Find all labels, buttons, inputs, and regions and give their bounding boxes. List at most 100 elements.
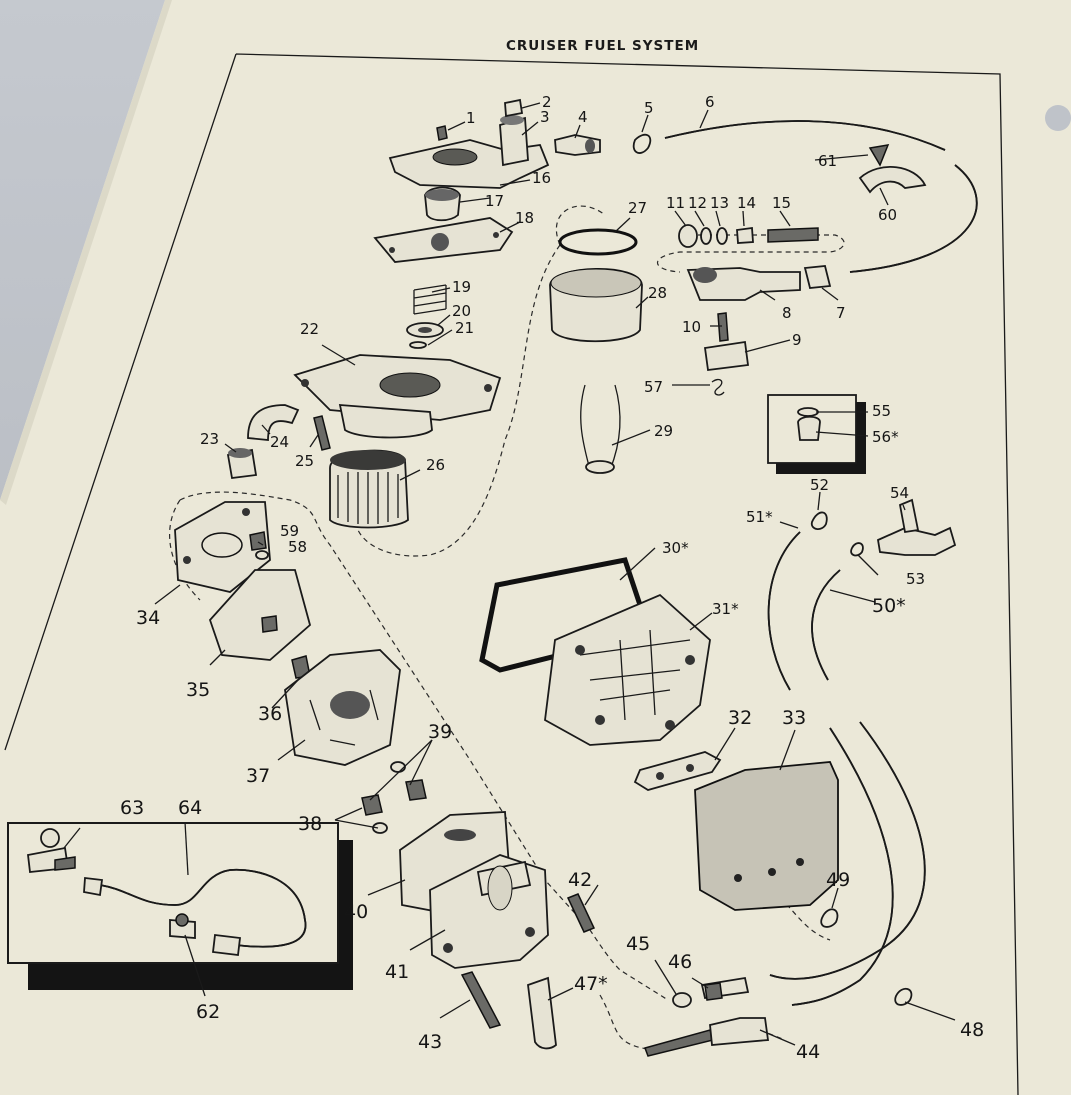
part-label-60: 60 xyxy=(878,206,897,224)
body-41 xyxy=(429,854,549,969)
diaphragm-35 xyxy=(208,569,312,661)
part-label-56: 56* xyxy=(872,428,899,446)
gasket-sheet-33 xyxy=(694,761,839,911)
part-label-20: 20 xyxy=(452,302,471,320)
part-label-10: 10 xyxy=(682,318,701,336)
part-label-51: 51* xyxy=(746,508,773,526)
part-label-13: 13 xyxy=(710,194,729,212)
part-label-43: 43 xyxy=(418,1031,442,1053)
screw-61 xyxy=(868,144,890,167)
part-label-14: 14 xyxy=(737,194,756,212)
part-label-17: 17 xyxy=(485,192,504,210)
pump-housing-37 xyxy=(284,649,401,766)
hose-right-curve xyxy=(849,164,978,273)
dashed-route-filter xyxy=(357,244,561,557)
part-label-27: 27 xyxy=(628,199,647,217)
part-label-54: 54 xyxy=(890,484,909,502)
clamp-47 xyxy=(527,976,557,1050)
part-label-24: 24 xyxy=(270,433,289,451)
part-label-2: 2 xyxy=(542,93,552,111)
dashed-route-fuel-top xyxy=(555,205,845,273)
part-label-15: 15 xyxy=(772,194,791,212)
pump-cover-34 xyxy=(174,501,271,593)
nut-7 xyxy=(803,265,832,289)
fitting-46 xyxy=(700,976,750,1001)
gasket-27 xyxy=(558,228,638,256)
hose-50 xyxy=(811,569,841,681)
part-label-22: 22 xyxy=(300,320,319,338)
part-label-62: 62 xyxy=(196,1001,220,1023)
part-label-57: 57 xyxy=(644,378,663,396)
tee-fitting-8 xyxy=(686,267,801,301)
plate-32 xyxy=(633,751,722,791)
part-label-41: 41 xyxy=(385,961,409,983)
clip-53 xyxy=(850,542,864,557)
part-label-63: 63 xyxy=(120,797,144,819)
hose-long-inner xyxy=(791,727,894,1006)
pump-cover-top xyxy=(388,98,550,189)
block-9 xyxy=(703,340,750,372)
part-label-44: 44 xyxy=(796,1041,820,1063)
filter-element-26 xyxy=(329,449,409,529)
strap-60 xyxy=(858,166,927,194)
part-label-59: 59 xyxy=(280,522,299,540)
elbow-24 xyxy=(247,404,300,441)
washer-45 xyxy=(672,992,692,1008)
diagram-title: CRUISER FUEL SYSTEM xyxy=(506,38,699,54)
part-label-18: 18 xyxy=(515,209,534,227)
fitting-23 xyxy=(226,448,258,479)
hose-long-outer xyxy=(769,721,926,980)
spring-59 xyxy=(249,531,267,551)
valve-44 xyxy=(644,1017,770,1057)
clip-49 xyxy=(820,908,839,928)
carb-body-31 xyxy=(544,593,711,746)
part-label-35: 35 xyxy=(186,679,210,701)
hose-51 xyxy=(767,531,801,691)
part-label-28: 28 xyxy=(648,284,667,302)
part-label-61: 61 xyxy=(818,152,837,170)
part-label-4: 4 xyxy=(578,108,588,126)
part-label-21: 21 xyxy=(455,319,474,337)
washer-20-21 xyxy=(406,322,444,349)
part-label-58: 58 xyxy=(288,538,307,556)
pump-body-22 xyxy=(293,354,502,439)
diaphragm-18 xyxy=(373,217,514,263)
part-label-7: 7 xyxy=(836,304,846,322)
dashed-route-pump xyxy=(179,491,669,1001)
screw-43 xyxy=(460,971,502,1029)
shutoff-valve-63 xyxy=(27,828,76,873)
hose-6 xyxy=(664,120,946,151)
part-label-31: 31* xyxy=(712,600,739,618)
part-label-3: 3 xyxy=(540,108,550,126)
part-label-1: 1 xyxy=(466,109,476,127)
part-label-40: 40 xyxy=(344,901,368,923)
part-label-34: 34 xyxy=(136,607,160,629)
coil-57 xyxy=(711,378,725,396)
cup-17 xyxy=(424,186,461,222)
screw-10 xyxy=(717,312,729,342)
tee-54 xyxy=(876,498,957,556)
part-label-53: 53 xyxy=(906,570,925,588)
washers-11-15 xyxy=(678,224,819,248)
washer-58 xyxy=(255,550,269,560)
fuel-line-64 xyxy=(83,868,307,957)
clip-52 xyxy=(810,511,828,530)
clamp-5 xyxy=(632,133,652,154)
part-label-47: 47* xyxy=(574,973,608,995)
bowl-28 xyxy=(549,267,643,343)
fitting-4 xyxy=(554,134,601,156)
part-label-25: 25 xyxy=(295,452,314,470)
inset-box xyxy=(7,822,339,964)
part-label-5: 5 xyxy=(644,99,654,117)
part-label-64: 64 xyxy=(178,797,202,819)
part-label-55: 55 xyxy=(872,402,891,420)
part-label-45: 45 xyxy=(626,933,650,955)
part-label-23: 23 xyxy=(200,430,219,448)
part-label-48: 48 xyxy=(960,1019,984,1041)
part-label-12: 12 xyxy=(688,194,707,212)
part-label-49: 49 xyxy=(826,869,850,891)
binder-hole xyxy=(1045,105,1071,131)
part-label-42: 42 xyxy=(568,869,592,891)
